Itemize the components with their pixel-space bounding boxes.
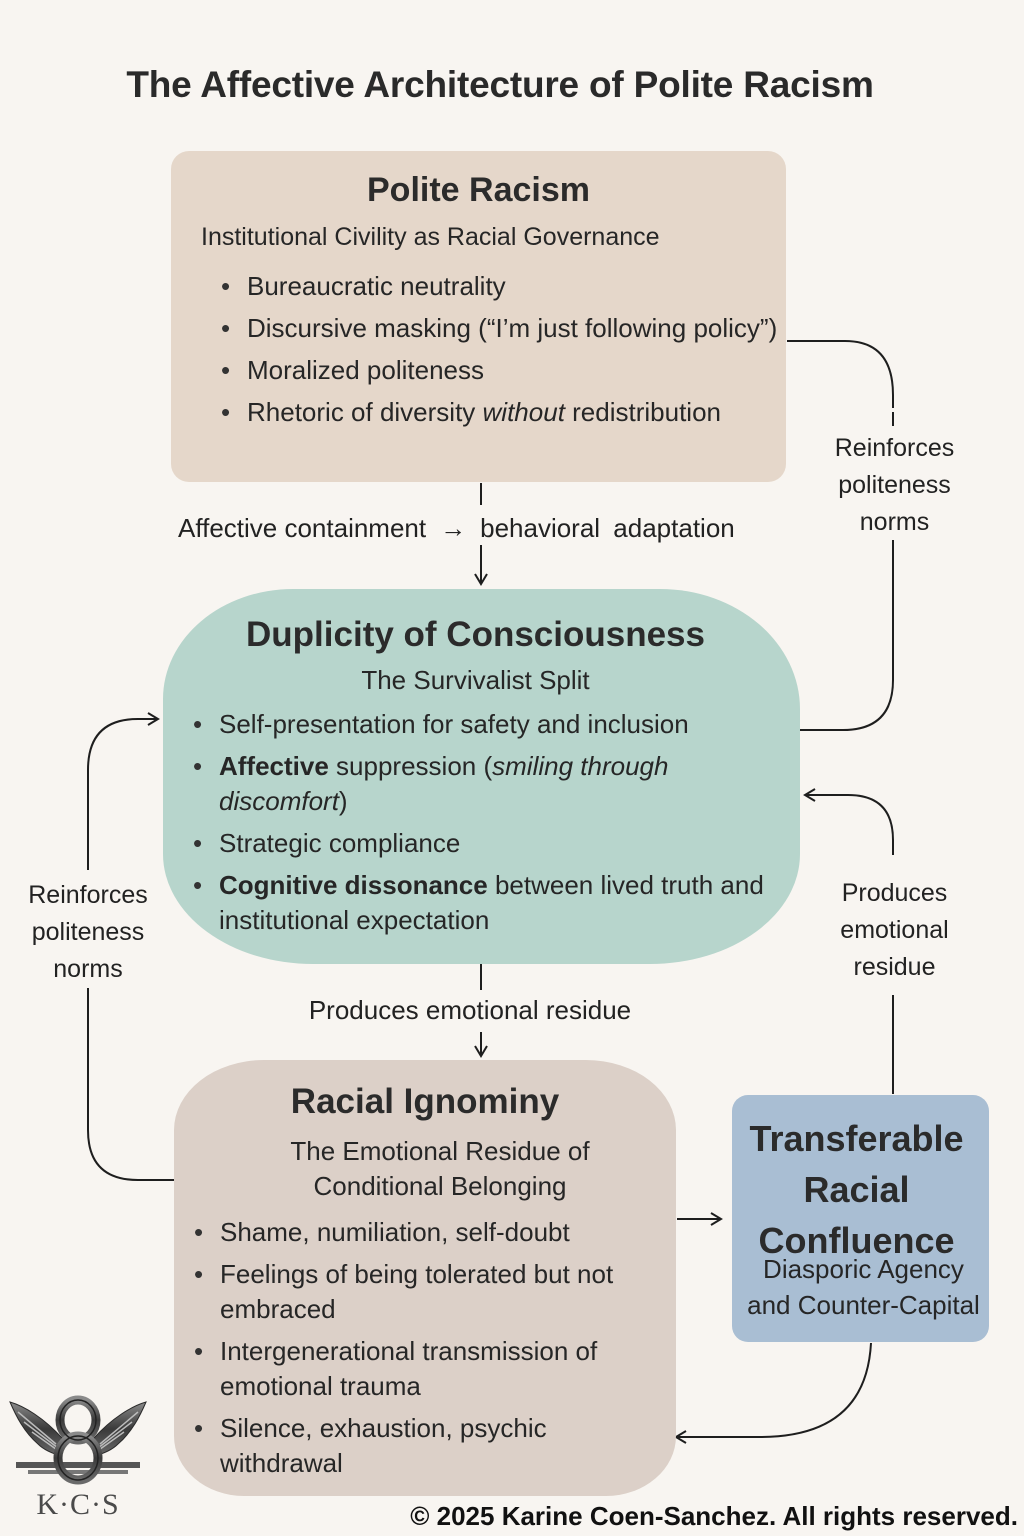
node-item-list: Self-presentation for safety and inclusi… [191, 707, 791, 945]
title-line: Transferable [749, 1118, 964, 1159]
edge-label-containment: Affective containment → behavioral adaptat… [178, 510, 735, 547]
node-title: Duplicity of Consciousness [246, 615, 705, 654]
edge-duplicity-to-polite-lower [800, 540, 894, 731]
node-title: Transferable Racial Confluence [724, 1113, 989, 1266]
label-line: politeness [838, 471, 951, 499]
node-item-list: Bureaucratic neutrality Discursive maski… [219, 269, 779, 437]
title-line: Confluence [758, 1220, 955, 1261]
list-item: Affective suppression (smiling through d… [191, 749, 791, 819]
subtitle-line: Conditional Belonging [313, 1171, 567, 1201]
node-subtitle: The Survivalist Split [361, 665, 590, 695]
label-line: emotional [840, 916, 949, 944]
edge-ignominy-to-duplicity-upper [87, 712, 160, 870]
item-text: redistribution [564, 397, 721, 427]
node-title: Racial Ignominy [290, 1082, 560, 1121]
list-item: Moralized politeness [219, 353, 779, 387]
node-subtitle: Institutional Civility as Racial Governa… [201, 223, 660, 251]
logo-text: K·C·S [36, 1488, 120, 1521]
node-polite-racism: Polite Racism Institutional Civility as … [171, 151, 786, 482]
subtitle-line: Diasporic Agency [763, 1254, 964, 1284]
right-arrow-icon: → [440, 513, 467, 543]
list-item: Discursive masking (“I’m just following … [219, 311, 779, 345]
subtitle-line: and Counter-Capital [747, 1290, 980, 1320]
list-item: Feelings of being tolerated but not embr… [192, 1257, 662, 1327]
item-emphasis: without [482, 397, 565, 427]
copyright-notice: © 2025 Karine Coen-Sanchez. All rights r… [410, 1501, 1018, 1531]
subtitle-line: The Emotional Residue of [290, 1136, 590, 1166]
item-emphasis: Cognitive dissonance [219, 870, 488, 900]
label-line: Produces [841, 879, 948, 907]
node-item-list: Shame, numiliation, self-doubt Feelings … [192, 1215, 662, 1488]
list-item: Cognitive dissonance between lived truth… [191, 868, 791, 938]
edge-label-reinforces-left: Reinforces politeness norms [8, 877, 168, 988]
label-line: norms [53, 955, 123, 983]
node-duplicity-of-consciousness: Duplicity of Consciousness The Survivali… [163, 589, 800, 964]
winged-infinity-icon [9, 1395, 147, 1485]
node-subtitle: Diasporic Agency and Counter-Capital [732, 1251, 995, 1323]
edge-label-left: Affective containment [178, 513, 427, 543]
edge-label-produces-residue: Produces emotional residue [308, 995, 632, 1025]
edge-label-right: behavioral adaptation [480, 513, 735, 543]
item-text: between lived truth and institutional ex… [219, 870, 764, 935]
edge-duplicity-to-polite-upper [787, 340, 894, 408]
label-line: Reinforces [28, 881, 148, 909]
list-item: Strategic compliance [191, 826, 791, 861]
item-text: Rhetoric of diversity [247, 397, 483, 427]
list-item: Shame, numiliation, self-doubt [192, 1215, 662, 1250]
node-racial-ignominy: Racial Ignominy The Emotional Residue of… [174, 1060, 676, 1496]
edge-ignominy-to-duplicity-lower [87, 988, 174, 1181]
edge-transferable-to-ignominy [674, 1342, 872, 1444]
label-line: norms [859, 508, 930, 536]
node-transferable-racial-confluence: Transferable Racial Confluence Diasporic… [732, 1095, 989, 1342]
edge-label-produces-right: Produces emotional residue [812, 875, 977, 986]
list-item: Silence, exhaustion, psychic withdrawal [192, 1411, 662, 1481]
list-item: Rhetoric of diversity without redistribu… [219, 395, 779, 429]
label-line: politeness [31, 918, 145, 946]
item-emphasis: smiling through discomfort [219, 751, 669, 816]
item-text: suppression ( [328, 751, 493, 781]
edge-label-reinforces-right: Reinforces politeness norms [812, 430, 977, 541]
item-text: ) [338, 786, 348, 816]
edge-transferable-to-duplicity-upper [803, 788, 894, 855]
title-line: Racial [803, 1169, 910, 1210]
item-emphasis: Affective [219, 751, 329, 781]
label-line: Reinforces [834, 434, 955, 462]
kcs-logo: K·C·S [4, 1388, 152, 1528]
label-line: residue [853, 953, 936, 981]
list-item: Self-presentation for safety and inclusi… [191, 707, 791, 742]
node-title: Polite Racism [367, 171, 590, 209]
list-item: Intergenerational transmission of emotio… [192, 1334, 662, 1404]
node-subtitle: The Emotional Residue of Conditional Bel… [204, 1134, 676, 1204]
list-item: Bureaucratic neutrality [219, 269, 779, 303]
diagram-title: The Affective Architecture of Polite Rac… [126, 64, 874, 105]
